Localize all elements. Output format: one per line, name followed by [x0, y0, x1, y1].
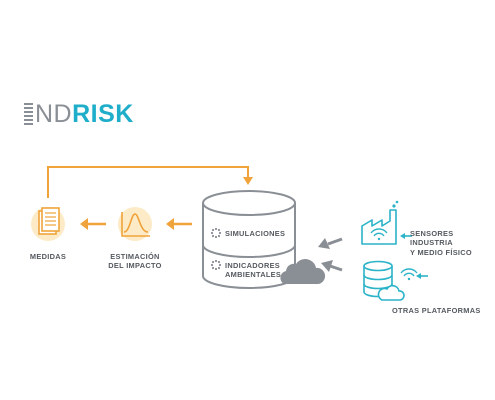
database-cylinder — [202, 190, 296, 289]
factory-icon — [361, 200, 399, 245]
arrow-sensores-to-db — [318, 237, 343, 249]
feedback-arrow — [47, 166, 253, 198]
indicadores-spinner-icon — [210, 259, 222, 271]
platform-wifi-icon — [400, 268, 418, 281]
medidas-label: MEDIDAS — [29, 252, 67, 261]
impact-chart-icon — [118, 207, 152, 241]
otras-plataformas-label: OTRAS PLATAFORMAS — [392, 306, 481, 315]
medidas-document-icon — [31, 207, 65, 241]
sensores-small-arrow — [400, 233, 412, 239]
simulaciones-spinner-icon — [210, 227, 222, 239]
logo-prefix: ND — [35, 100, 73, 128]
simulaciones-label: SIMULACIONES — [225, 229, 286, 238]
estimacion-label: ESTIMACIÓN DEL IMPACTO — [108, 252, 162, 271]
indicadores-label: INDICADORES AMBIENTALES — [225, 261, 282, 280]
platform-small-arrow — [416, 273, 428, 279]
cloud-icon — [280, 259, 326, 284]
indrisk-logo: NDRISK — [24, 100, 134, 129]
platform-cloud-icon — [377, 285, 405, 301]
logo-i-mark — [24, 103, 33, 125]
logo-accent: RISK — [72, 100, 134, 128]
arrow-plataformas-to-db — [321, 260, 343, 272]
arrow-db-to-estimacion — [166, 218, 192, 230]
sensores-label: SENSORES INDUSTRIA Y MEDIO FÍSICO — [410, 229, 472, 257]
sensores-wifi-icon — [370, 228, 388, 241]
arrow-estimacion-to-medidas — [80, 218, 106, 230]
